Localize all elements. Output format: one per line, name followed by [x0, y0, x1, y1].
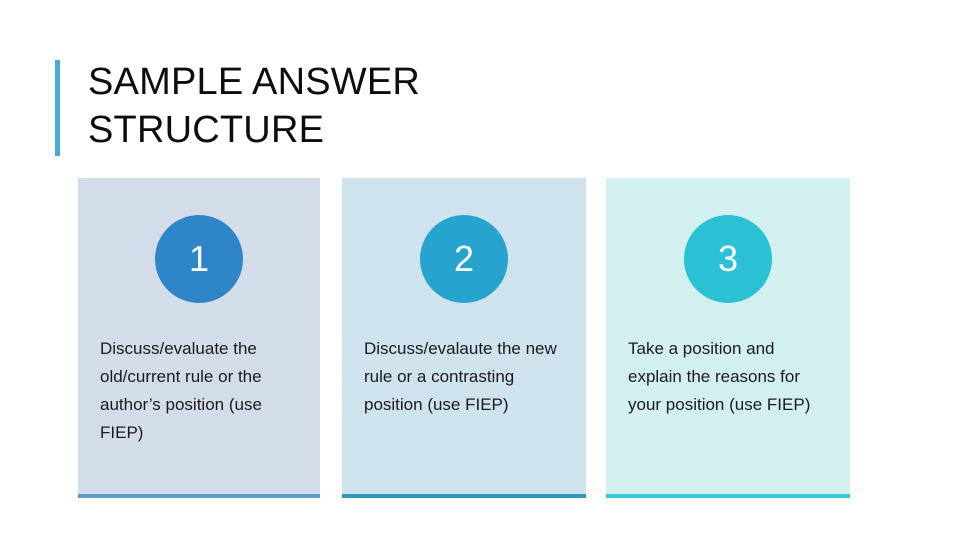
structure-card-2[interactable]: 2 Discuss/evalaute the new rule or a con…: [342, 178, 586, 498]
structure-card-3-body: 3 Take a position and explain the reason…: [606, 178, 850, 494]
step-number-badge-2: 2: [420, 215, 508, 303]
structure-card-2-text: Discuss/evalaute the new rule or a contr…: [364, 339, 557, 414]
step-number-badge-3: 3: [684, 215, 772, 303]
step-number-badge-1: 1: [155, 215, 243, 303]
structure-card-3[interactable]: 3 Take a position and explain the reason…: [606, 178, 850, 498]
structure-card-1-body: 1 Discuss/evaluate the old/current rule …: [78, 178, 320, 494]
structure-card-3-text: Take a position and explain the reasons …: [628, 339, 811, 414]
step-number-3: 3: [717, 238, 739, 279]
page-title: SAMPLE ANSWER STRUCTURE: [88, 61, 421, 151]
title-accent-bar: [55, 60, 60, 156]
step-number-1: 1: [188, 238, 210, 279]
step-number-2: 2: [453, 238, 475, 279]
structure-card-1[interactable]: 1 Discuss/evaluate the old/current rule …: [78, 178, 320, 498]
slide-title-block: SAMPLE ANSWER STRUCTURE: [55, 58, 655, 156]
structure-card-2-body: 2 Discuss/evalaute the new rule or a con…: [342, 178, 586, 494]
structure-card-1-underline: [78, 494, 320, 498]
answer-structure-cards: 1 Discuss/evaluate the old/current rule …: [78, 178, 850, 498]
structure-card-1-text: Discuss/evaluate the old/current rule or…: [100, 339, 262, 442]
structure-card-2-underline: [342, 494, 586, 498]
structure-card-3-underline: [606, 494, 850, 498]
